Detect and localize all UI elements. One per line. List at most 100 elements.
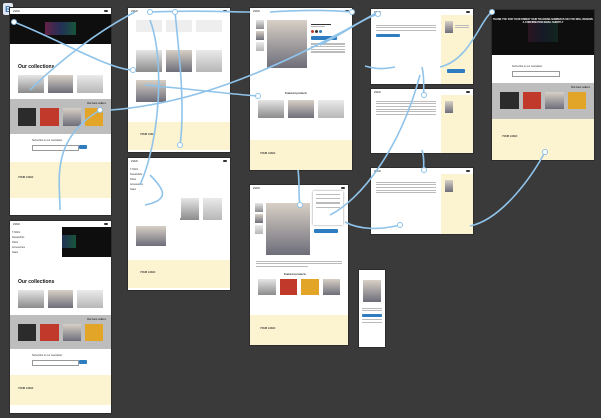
frame-product[interactable]: ZIAD Featured products YOUR LOGO <box>250 8 352 170</box>
menu-item[interactable]: Sales <box>130 188 136 191</box>
product-card[interactable] <box>301 279 319 295</box>
thankyou-message: THANK YOU FOR YOUR ORDER YOUR TRACKING N… <box>493 18 593 24</box>
featured-heading: Featured products <box>284 273 306 276</box>
cart-form <box>376 23 436 38</box>
product-tile[interactable] <box>40 324 59 341</box>
footer-logo: YOUR LOGO <box>140 271 156 274</box>
top-nav: ZIAD <box>128 158 230 164</box>
menu-icon[interactable] <box>345 10 349 12</box>
thumbnail[interactable] <box>255 225 263 234</box>
menu-item[interactable]: Sales <box>12 251 18 254</box>
product-card[interactable] <box>196 50 222 72</box>
hand-tool-icon[interactable]: B <box>3 3 13 15</box>
product-card[interactable] <box>258 100 284 118</box>
product-grid-row <box>128 198 230 220</box>
product-tile[interactable] <box>84 108 103 126</box>
category-tile[interactable] <box>136 20 162 32</box>
collection-tile[interactable] <box>77 290 104 308</box>
product-tile[interactable] <box>62 324 81 341</box>
menu-item[interactable]: T-Shirts <box>130 168 139 171</box>
pay-button[interactable] <box>447 69 465 73</box>
product-image <box>266 203 310 255</box>
thumbnail[interactable] <box>256 42 264 51</box>
bestseller-row <box>492 92 594 109</box>
add-to-cart-button[interactable] <box>314 229 338 233</box>
product-tile[interactable] <box>18 324 37 341</box>
menu-item[interactable]: Pants <box>130 178 137 181</box>
category-tile[interactable] <box>166 20 192 32</box>
menu-item[interactable]: T-Shirts <box>12 231 21 234</box>
product-tile[interactable] <box>62 108 81 126</box>
product-card[interactable] <box>136 226 166 246</box>
menu-icon[interactable] <box>104 223 108 225</box>
product-card[interactable] <box>318 100 344 118</box>
menu-icon[interactable] <box>466 91 470 93</box>
product-tile[interactable] <box>500 92 519 109</box>
frame-thankyou[interactable]: THANK YOU FOR YOUR ORDER YOUR TRACKING N… <box>492 10 594 160</box>
product-card[interactable] <box>322 279 340 295</box>
menu-icon[interactable] <box>223 10 227 12</box>
product-tile[interactable] <box>18 108 37 126</box>
size-dropdown[interactable] <box>313 191 343 225</box>
menu-item[interactable]: Sweatshirts <box>12 236 25 239</box>
product-card[interactable] <box>258 279 276 295</box>
subscribe-button[interactable] <box>79 145 87 149</box>
bestsellers-heading: Our best sellers <box>571 86 590 89</box>
menu-item[interactable]: Pants <box>12 241 19 244</box>
product-tile[interactable] <box>545 92 564 109</box>
checkout-button[interactable] <box>376 34 400 38</box>
frame-home-menu[interactable]: ZIAD T-Shirts Sweatshirts Pants Accessor… <box>10 221 111 413</box>
product-card[interactable] <box>166 50 192 72</box>
frame-product-zoom[interactable]: ZIAD Featured products YOUR LOGO <box>250 185 348 345</box>
frame-payment[interactable]: ZIAD <box>371 168 473 234</box>
product-card[interactable] <box>279 279 297 295</box>
footer-logo: YOUR LOGO <box>140 133 156 136</box>
product-card[interactable] <box>136 80 166 102</box>
product-tile[interactable] <box>84 324 103 341</box>
product-tile[interactable] <box>40 108 59 126</box>
collection-tile[interactable] <box>18 75 44 93</box>
collection-tile[interactable] <box>77 75 104 93</box>
newsletter-input[interactable] <box>512 71 560 77</box>
connector[interactable] <box>421 149 425 171</box>
connector[interactable] <box>469 151 546 227</box>
menu-item[interactable]: Accessories <box>12 246 25 249</box>
frame-checkout[interactable]: ZIAD <box>371 89 473 153</box>
thumbnail[interactable] <box>255 203 263 212</box>
product-card[interactable] <box>288 100 314 118</box>
menu-icon[interactable] <box>466 170 470 172</box>
menu-item[interactable]: Sweatshirts <box>130 173 143 176</box>
menu-icon[interactable] <box>104 10 108 12</box>
frame-catalog-menu[interactable]: ZIAD T-Shirts Sweatshirts Pants Accessor… <box>128 158 230 290</box>
collection-tile[interactable] <box>18 290 44 308</box>
menu-icon[interactable] <box>341 187 345 189</box>
thumbnail[interactable] <box>255 214 263 223</box>
product-card[interactable] <box>203 198 222 220</box>
frame-mobile-preview[interactable] <box>359 270 385 347</box>
thumbnail[interactable] <box>256 31 264 40</box>
subscribe-button[interactable] <box>79 360 87 364</box>
side-menu: T-Shirts Sweatshirts Pants Accessories S… <box>128 164 181 218</box>
add-to-cart-button[interactable] <box>311 36 337 41</box>
category-tile[interactable] <box>196 20 222 32</box>
product-tile[interactable] <box>522 92 541 109</box>
product-card[interactable] <box>136 50 162 72</box>
add-to-cart-button[interactable] <box>362 314 382 318</box>
featured-heading: Featured products <box>285 92 307 95</box>
menu-icon[interactable] <box>466 11 470 13</box>
collection-tile[interactable] <box>47 75 74 93</box>
product-card[interactable] <box>180 198 199 220</box>
color-swatch[interactable] <box>319 30 322 34</box>
newsletter-input[interactable] <box>32 145 79 151</box>
frame-home[interactable]: ZIAD Our collections Our best sellers Su… <box>10 8 111 215</box>
menu-item[interactable]: Accessories <box>130 183 143 186</box>
collection-tile[interactable] <box>47 290 74 308</box>
menu-icon[interactable] <box>223 160 227 162</box>
newsletter-input[interactable] <box>32 360 79 366</box>
color-swatch[interactable] <box>315 30 318 34</box>
frame-catalog[interactable]: ZIAD YOUR LOGO <box>128 8 230 152</box>
thumbnail[interactable] <box>256 20 264 29</box>
product-tile[interactable] <box>567 92 586 109</box>
frame-cart[interactable]: ZIAD <box>371 9 473 84</box>
color-swatch[interactable] <box>311 30 314 34</box>
